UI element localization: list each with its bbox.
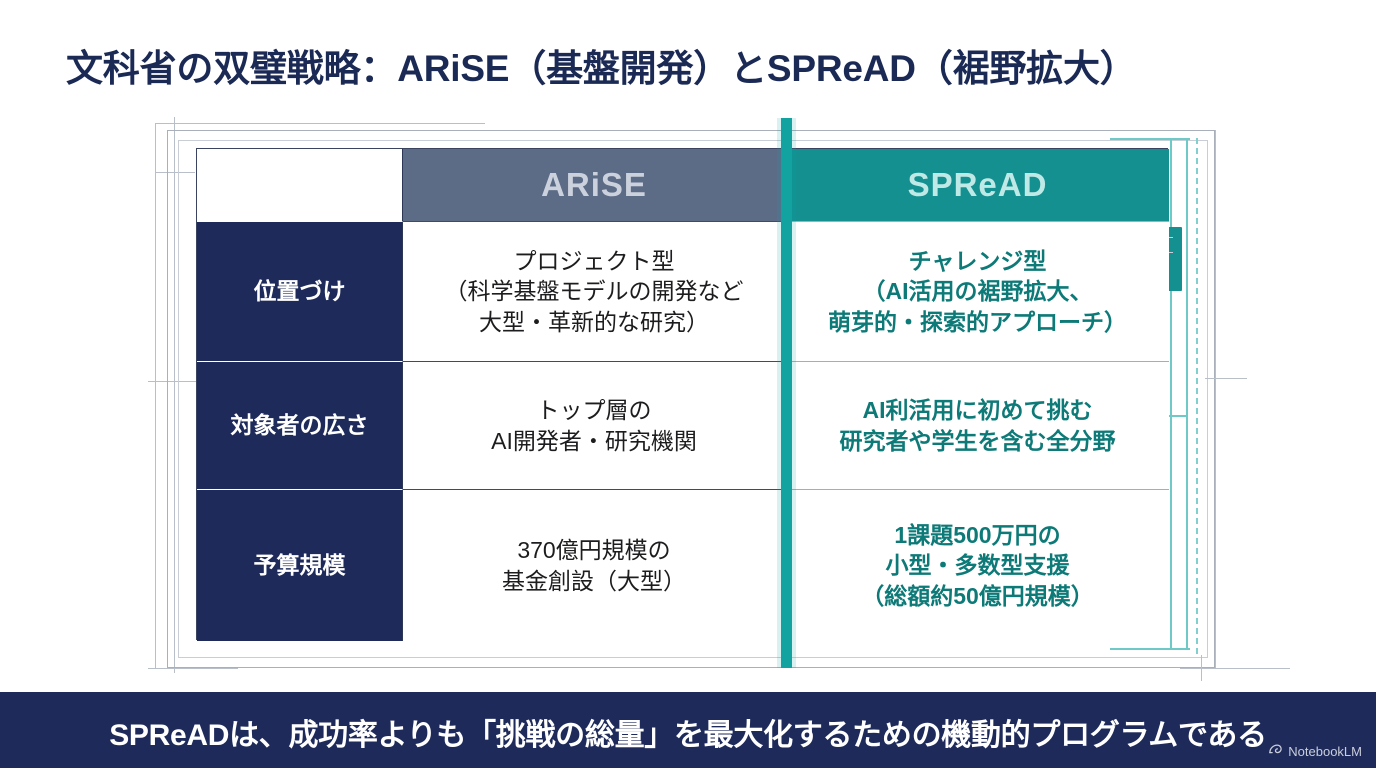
table-cell-spread: AI利活用に初めて挑む 研究者や学生を含む全分野 [786, 361, 1169, 489]
cell-line: （AI活用の裾野拡大、 [862, 278, 1093, 305]
cell-line: （総額約50億円規模） [861, 582, 1094, 609]
deco-guide-tick-left-upper [155, 172, 195, 173]
table-header-blank [197, 149, 403, 221]
deco-teal-accent-chip [1166, 227, 1182, 291]
table-row-label: 対象者の広さ [197, 361, 403, 489]
cell-line: 基金創設（大型） [502, 567, 686, 594]
deco-dashed-line-right [1196, 138, 1198, 654]
cell-line: 萌芽的・探索的アプローチ） [828, 308, 1127, 335]
cell-line: 370億円規模の [517, 536, 671, 563]
cell-line: AI利活用に初めて挑む [862, 396, 1093, 423]
cell-line: AI開発者・研究機関 [491, 427, 697, 454]
cell-line: 研究者や学生を含む全分野 [839, 427, 1116, 454]
cell-line: 1課題500万円の [894, 521, 1061, 548]
deco-guide-right-outer [1215, 130, 1216, 668]
table-cell-arise: 370億円規模の 基金創設（大型） [403, 489, 786, 641]
deco-teal-top-right [1110, 138, 1190, 140]
deco-frame-outer [167, 130, 1215, 668]
deco-guide-bottom-left [148, 668, 238, 669]
caption-bar: SPReADは、成功率よりも「挑戦の総量」を最大化するための機動的プログラムであ… [0, 692, 1376, 768]
deco-teal-line-b [1186, 140, 1188, 648]
column-split-bar [781, 118, 792, 668]
deco-frame-inner [178, 140, 1208, 658]
deco-guide-right-inner-tick [1201, 655, 1202, 681]
page-title: 文科省の双璧戦略：ARiSE（基盤開発）とSPReAD（裾野拡大） [66, 48, 1137, 89]
cell-line: トップ層の [536, 396, 652, 423]
table-cell-spread: 1課題500万円の 小型・多数型支援 （総額約50億円規模） [786, 489, 1169, 641]
notebooklm-label: NotebookLM [1288, 743, 1362, 759]
deco-teal-tick-mid-right [1168, 415, 1186, 417]
caption-text: SPReADは、成功率よりも「挑戦の総量」を最大化するための機動的プログラムであ… [109, 719, 1267, 752]
cell-line: プロジェクト型 [513, 247, 675, 274]
cell-line: 小型・多数型支援 [885, 552, 1070, 579]
cell-line: 大型・革新的な研究） [479, 308, 709, 335]
deco-guide-top-left [155, 123, 485, 124]
table-header-spread: SPReAD [786, 149, 1169, 221]
table-header-arise: ARiSE [403, 149, 786, 221]
notebooklm-swirl-icon [1268, 742, 1283, 760]
table-cell-arise: トップ層の AI開発者・研究機関 [403, 361, 786, 489]
comparison-table: ARiSE SPReAD 位置づけ プロジェクト型 （科学基盤モデルの開発など … [196, 148, 1169, 641]
deco-guide-tick-right-mid [1205, 378, 1247, 379]
table-cell-arise: プロジェクト型 （科学基盤モデルの開発など 大型・革新的な研究） [403, 221, 786, 361]
deco-guide-left-tick-v [174, 117, 175, 673]
deco-teal-bottom-right [1110, 648, 1190, 650]
cell-line: （科学基盤モデルの開発など [444, 278, 744, 305]
cell-line: チャレンジ型 [908, 247, 1047, 274]
deco-guide-bottom-right [1180, 668, 1290, 669]
deco-teal-line-a [1170, 138, 1172, 650]
table-row-label: 位置づけ [197, 221, 403, 361]
table-cell-spread: チャレンジ型 （AI活用の裾野拡大、 萌芽的・探索的アプローチ） [786, 221, 1169, 361]
notebooklm-watermark: NotebookLM [1268, 742, 1362, 760]
table-row-label: 予算規模 [197, 489, 403, 641]
deco-guide-left-outer [155, 123, 156, 668]
